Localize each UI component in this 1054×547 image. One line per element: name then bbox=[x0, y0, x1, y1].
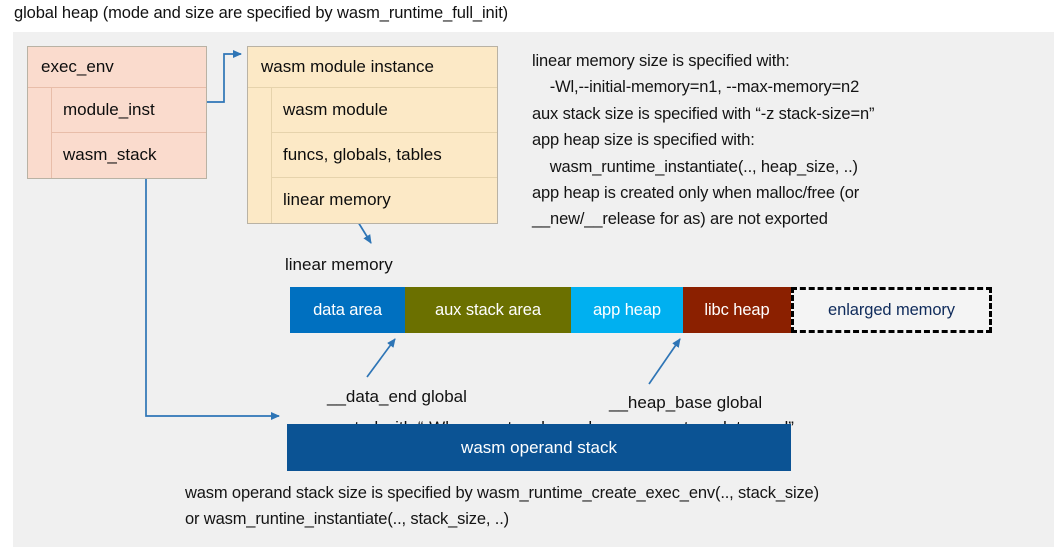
module-instance-field-linear-memory: linear memory bbox=[283, 190, 391, 209]
exec-env-body: module_inst wasm_stack bbox=[28, 88, 206, 178]
exec-env-field-module-inst: module_inst bbox=[52, 88, 206, 133]
memory-segment-app-heap: app heap bbox=[571, 287, 683, 333]
wasm-operand-stack-box: wasm operand stack bbox=[287, 424, 791, 471]
exec-env-field-wasm-stack: wasm_stack bbox=[63, 145, 157, 164]
wire-heap-base-pointer bbox=[648, 338, 681, 385]
module-instance-box: wasm module instance wasm module funcs, … bbox=[247, 46, 498, 224]
wire-data-end-pointer bbox=[366, 338, 396, 378]
linear-memory-bar: data area aux stack area app heap libc h… bbox=[290, 287, 992, 333]
memory-segment-enlarged-memory: enlarged memory bbox=[791, 287, 992, 333]
memory-segment-aux-stack-area: aux stack area bbox=[405, 287, 571, 333]
exec-env-header: exec_env bbox=[28, 47, 206, 88]
linear-memory-caption: linear memory bbox=[285, 255, 393, 274]
diagram-canvas: exec_env module_inst wasm_stack wasm mod… bbox=[13, 32, 1054, 547]
module-instance-field-funcs-globals-tables: funcs, globals, tables bbox=[272, 133, 497, 178]
module-instance-rows: wasm module funcs, globals, tables linea… bbox=[272, 88, 497, 223]
module-instance-header: wasm module instance bbox=[248, 47, 497, 88]
module-instance-body: wasm module funcs, globals, tables linea… bbox=[248, 88, 497, 223]
exec-env-box: exec_env module_inst wasm_stack bbox=[27, 46, 207, 179]
annotation-data-end: __data_end global bbox=[327, 387, 467, 406]
memory-segment-libc-heap: libc heap bbox=[683, 287, 791, 333]
operand-stack-footnote: wasm operand stack size is specified by … bbox=[185, 484, 819, 528]
module-instance-gutter bbox=[248, 88, 272, 223]
page-title: global heap (mode and size are specified… bbox=[14, 4, 509, 22]
memory-config-notes: linear memory size is specified with: -W… bbox=[532, 52, 875, 229]
annotation-heap-base: __heap_base global bbox=[609, 393, 763, 412]
exec-env-rows: module_inst wasm_stack bbox=[52, 88, 206, 178]
exec-env-gutter bbox=[28, 88, 52, 178]
module-instance-field-wasm-module: wasm module bbox=[272, 88, 497, 133]
memory-segment-data-area: data area bbox=[290, 287, 405, 333]
